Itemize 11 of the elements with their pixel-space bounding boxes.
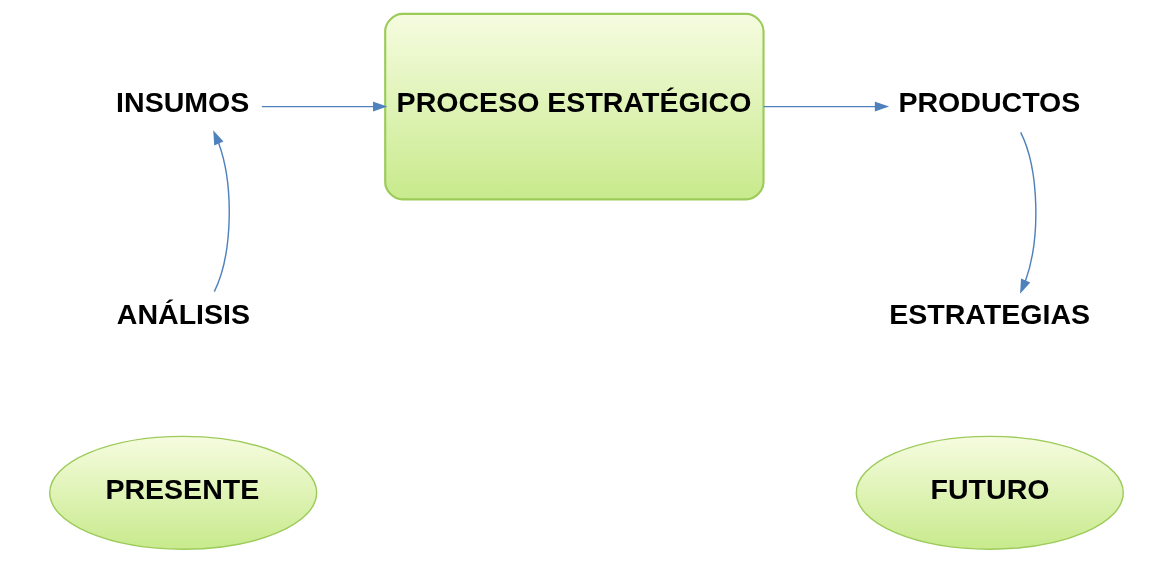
node-text: INSUMOS — [115, 86, 249, 119]
node-box: PROCESO ESTRATÉGICO — [383, 12, 765, 201]
arrow — [1019, 131, 1036, 294]
node-text: ESTRATEGIAS — [888, 297, 1090, 330]
arrow — [212, 130, 230, 293]
node-ellipse: PRESENTE — [48, 435, 317, 550]
node-ellipse: FUTURO — [855, 435, 1124, 550]
arrow — [762, 101, 889, 112]
arrow — [260, 101, 387, 112]
node-text: ANÁLISIS — [116, 297, 250, 330]
node-text: PRODUCTOS — [897, 86, 1080, 119]
